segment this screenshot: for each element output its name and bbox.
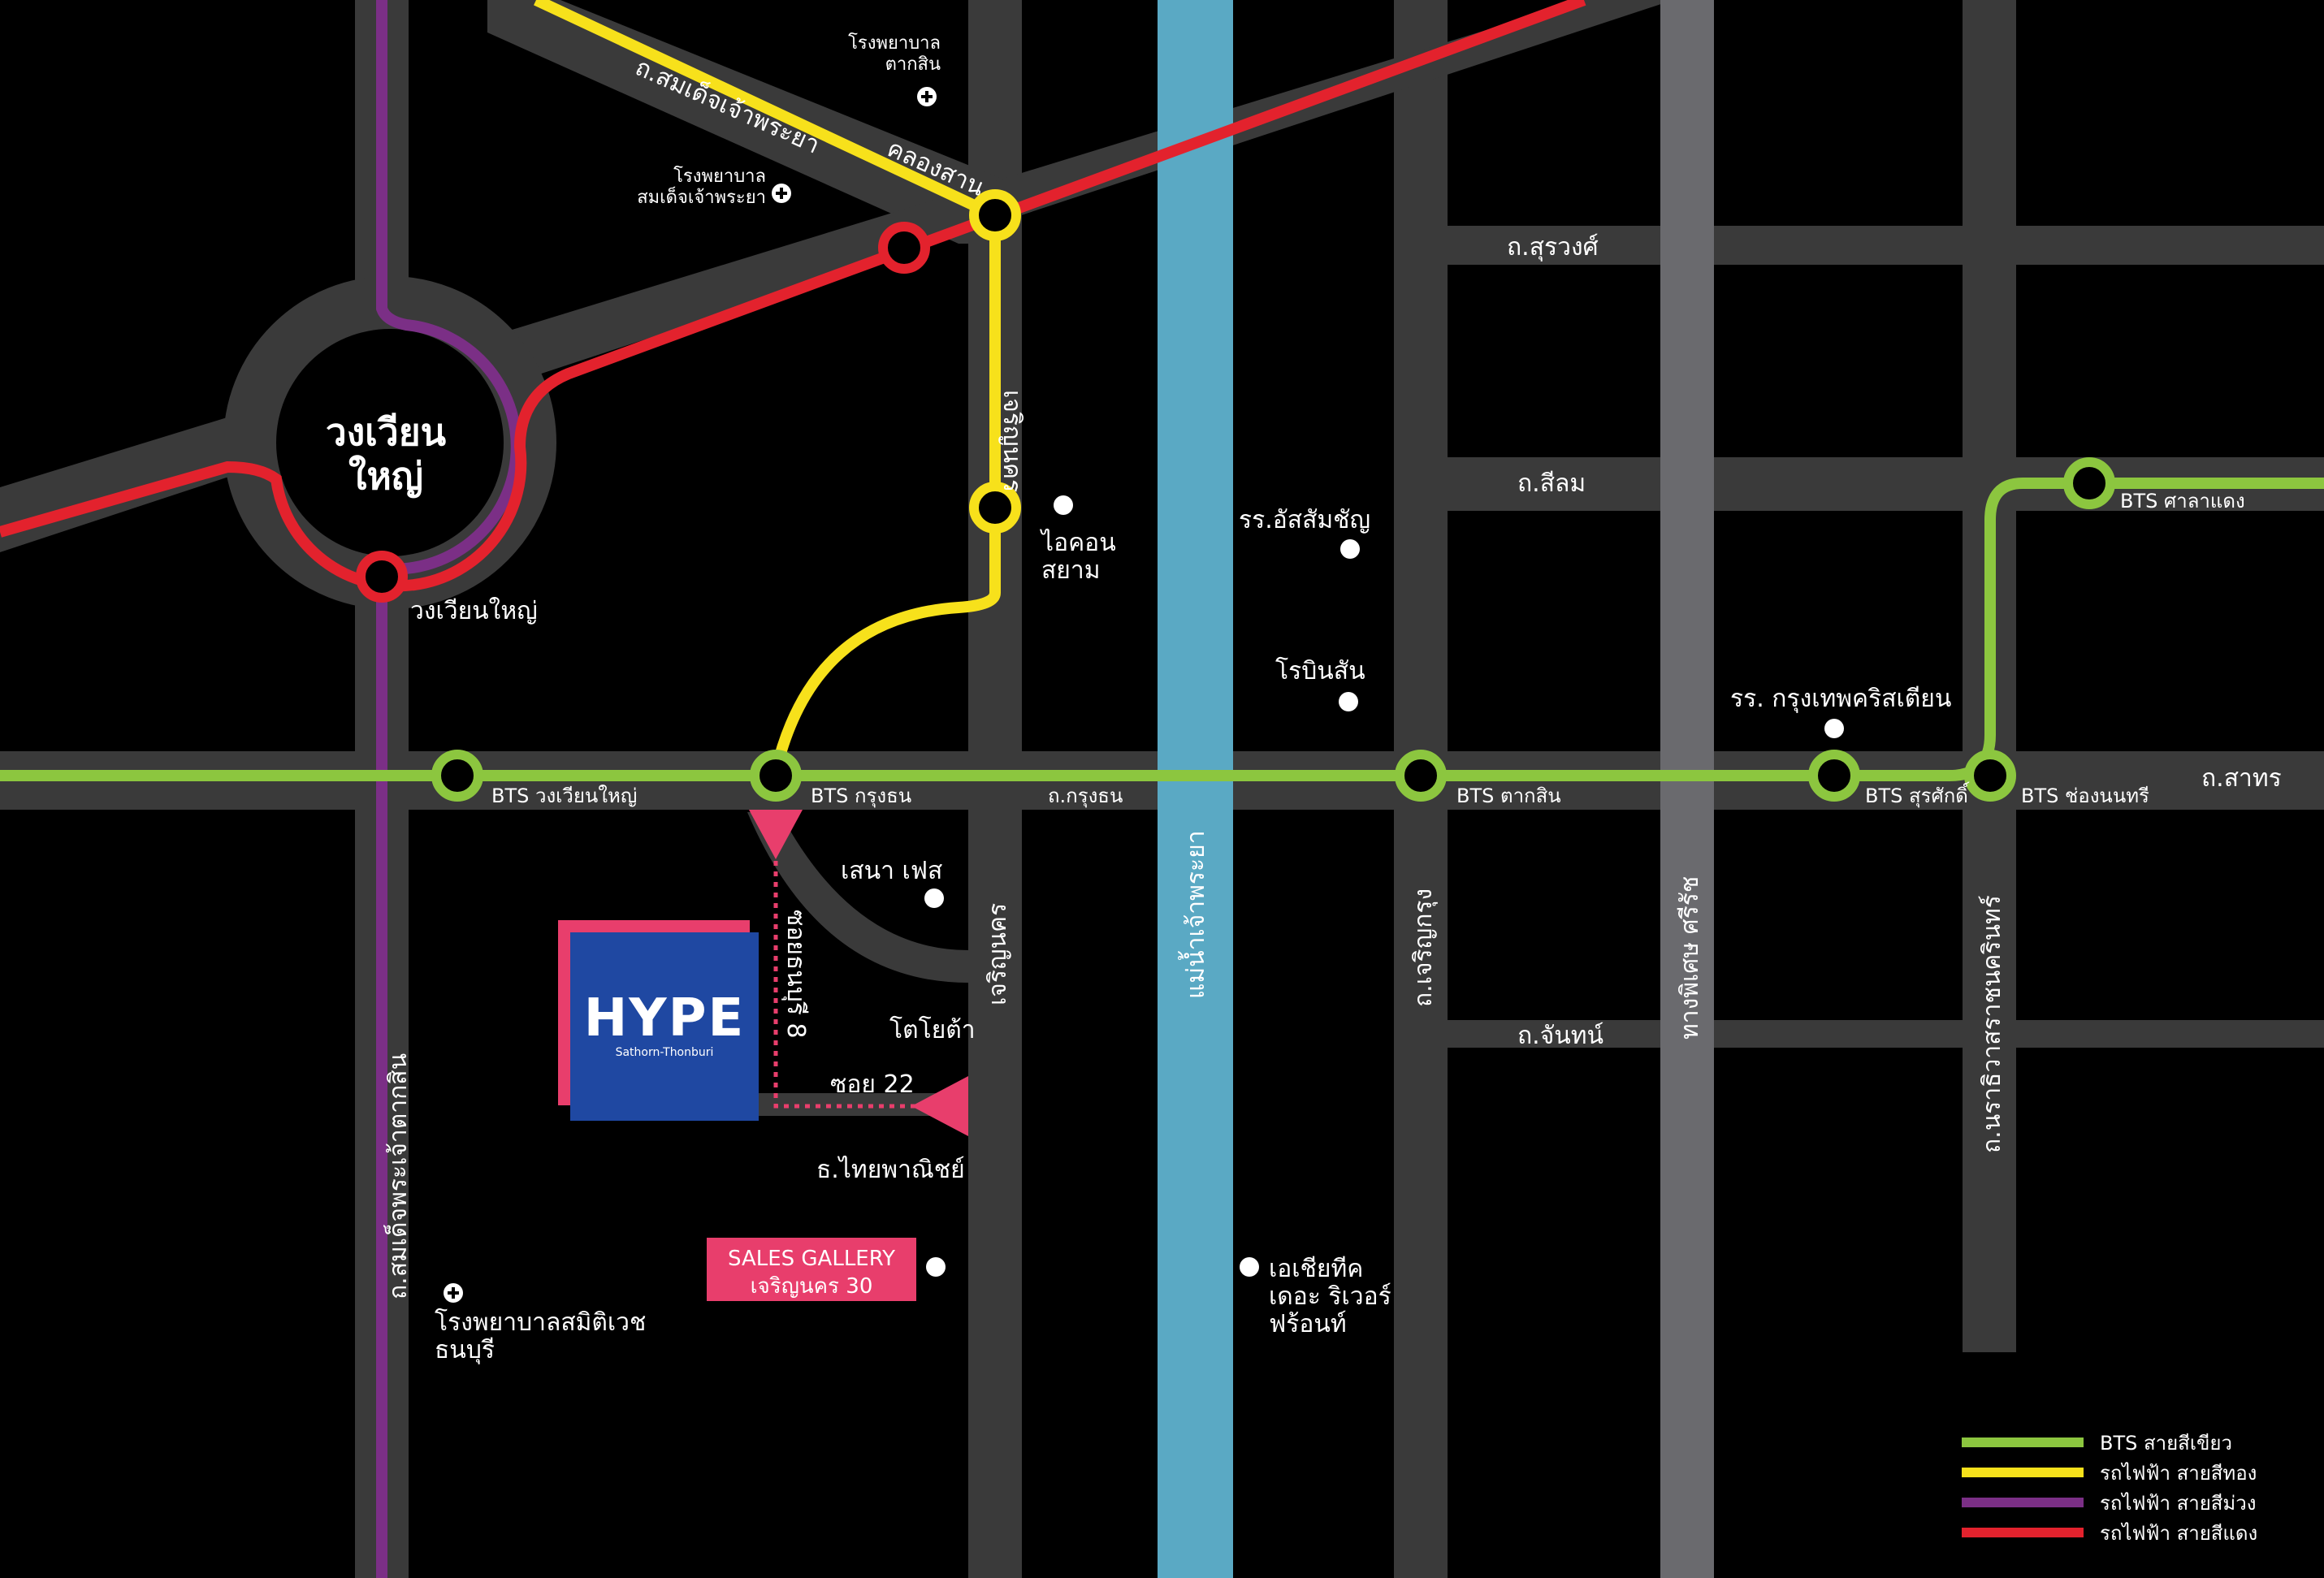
logo-box — [570, 932, 759, 1121]
label-bts-saphan-taksin: BTS ตากสิน — [1456, 785, 1561, 807]
label-bangkok-christian: รร. กรุงเทพคริสเตียน — [1730, 685, 1951, 714]
sales-gallery-title: SALES GALLERY — [728, 1247, 895, 1271]
purple-line — [376, 0, 522, 1578]
label-taksin-hospital-1: โรงพยาบาล — [848, 32, 941, 54]
station-bts-wongwian-yai[interactable] — [431, 750, 483, 802]
label-soi-thonburi-8: ซอยธนบุรี 8 — [781, 910, 810, 1039]
assumption-dot — [1340, 539, 1360, 559]
label-wongwian-yai-red: วงเวียนใหญ่ — [410, 597, 538, 625]
expressway-si-rat — [1660, 0, 1714, 1578]
hospital-icons — [444, 87, 937, 1303]
legend-label: รถไฟฟ้า สายสีม่วง — [2100, 1492, 2256, 1515]
station-red-1[interactable] — [878, 222, 930, 274]
label-bts-sala-daeng: BTS ศาลาแดง — [2120, 490, 2245, 512]
label-somdet-hospital-1: โรงพยาบาล — [673, 166, 766, 187]
label-bts-surasak: BTS สุรศักดิ์ — [1865, 781, 1970, 808]
label-samitivej-2: ธนบุรี — [435, 1336, 495, 1365]
roundabout-center — [276, 329, 504, 556]
label-surawong: ถ.สุรวงศ์ — [1507, 233, 1599, 262]
gold-line — [534, 0, 1001, 773]
label-iconsiam-1: ไอคอน — [1040, 528, 1116, 557]
arrow-left-marker — [911, 1076, 968, 1136]
station-bts-krung-thon[interactable] — [750, 750, 802, 802]
iconsiam-dot — [1054, 495, 1073, 515]
sales-gallery-dot — [926, 1257, 946, 1277]
chao-phraya-river — [1158, 0, 1233, 1578]
taksin-hospital-icon — [917, 87, 937, 106]
roundabout-label-line2: ใหญ่ — [348, 454, 423, 498]
label-chan: ถ.จันทน์ — [1517, 1022, 1603, 1050]
label-scb: ธ.ไทยพาณิชย์ — [816, 1155, 965, 1184]
label-silom: ถ.สีลม — [1517, 469, 1586, 498]
robinson-dot — [1339, 692, 1358, 711]
label-charoen-nakhon-bottom: เจริญนคร — [984, 903, 1012, 1005]
station-khlong-san[interactable] — [969, 189, 1021, 241]
label-bts-wongwian-yai: BTS วงเวียนใหญ่ — [491, 785, 637, 807]
stations — [356, 189, 2115, 802]
logo-text: HYPE — [584, 988, 746, 1048]
label-soi-22: ซอย 22 — [830, 1070, 915, 1099]
legend-label: รถไฟฟ้า สายสีแดง — [2100, 1522, 2257, 1545]
logo-subtext: Sathorn-Thonburi — [616, 1046, 714, 1059]
label-iconsiam-2: สยาม — [1041, 556, 1101, 585]
station-bts-chong-nonsi[interactable] — [1964, 750, 2016, 802]
road-somdet-chaophraya — [487, 0, 1022, 244]
project-logo[interactable]: HYPE Sathorn-Thonburi — [558, 920, 759, 1121]
bangkok-christian-dot — [1824, 719, 1844, 738]
label-sathorn: ถ.สาทร — [2201, 764, 2282, 793]
label-river: แม่น้ำเจ้าพระยา — [1178, 830, 1210, 999]
red-line — [0, 0, 1586, 592]
label-asiatique-1: เอเชียทีค — [1269, 1255, 1363, 1283]
roundabout-label-line1: วงเวียน — [326, 410, 447, 454]
label-asiatique-3: ฟร้อนท์ — [1269, 1310, 1347, 1338]
asiatique-dot — [1240, 1257, 1259, 1277]
legend-label: BTS สายสีเขียว — [2100, 1432, 2232, 1455]
label-assumption: รร.อัสสัมชัญ — [1239, 506, 1370, 534]
label-samitivej-1: โรงพยาบาลสมิติเวช — [435, 1308, 646, 1337]
label-charoen-krung: ถ.เจริญกรุง — [1409, 888, 1439, 1007]
legend-label: รถไฟฟ้า สายสีทอง — [2100, 1462, 2257, 1485]
label-somdet-hospital-2: สมเด็จเจ้าพระยา — [637, 185, 766, 208]
label-toyota: โตโยต้า — [889, 1015, 976, 1044]
station-wongwian-yai-red[interactable] — [356, 551, 408, 603]
label-narathiwat: ถ.นราธิวาสราชนครินทร์ — [1978, 895, 2006, 1153]
road-surawong — [1448, 226, 2324, 265]
label-asiatique-2: เดอะ ริเวอร์ — [1269, 1282, 1391, 1311]
poi-dots — [924, 495, 1844, 1277]
arrow-down-marker — [749, 810, 803, 859]
sena-fest-dot — [924, 888, 944, 908]
road-chan — [1448, 1020, 2324, 1048]
label-somdet-taksin: ถ.สมเด็จพระเจ้าตากสิน — [383, 1053, 413, 1299]
label-robinson: โรบินสัน — [1275, 656, 1365, 685]
station-iconsiam[interactable] — [969, 482, 1021, 534]
label-expressway: ทางพิเศษ ศรีรัช — [1676, 876, 1704, 1040]
station-bts-sala-daeng[interactable] — [2063, 457, 2115, 509]
label-sena-fest: เสนา เฟส — [841, 857, 942, 885]
label-charoen-nakhon-top: เจริญนคร — [998, 390, 1026, 492]
label-bts-krung-thon: BTS กรุงธน — [811, 785, 911, 808]
sales-gallery-box — [707, 1238, 916, 1301]
access-path — [773, 861, 926, 1109]
label-krung-thon: ถ.กรุงธน — [1048, 785, 1123, 808]
label-bts-chong-nonsi: BTS ช่องนนทรี — [2021, 785, 2149, 807]
road-curve-sena — [747, 812, 968, 983]
sales-gallery-subtitle: เจริญนคร 30 — [751, 1274, 873, 1299]
station-bts-surasak[interactable] — [1808, 750, 1860, 802]
station-bts-saphan-taksin[interactable] — [1395, 750, 1447, 802]
sales-gallery-badge[interactable]: SALES GALLERY เจริญนคร 30 — [707, 1238, 916, 1301]
somdet-hospital-icon — [772, 184, 791, 203]
samitivej-hospital-icon — [444, 1283, 463, 1303]
label-taksin-hospital-2: ตากสิน — [885, 54, 941, 75]
